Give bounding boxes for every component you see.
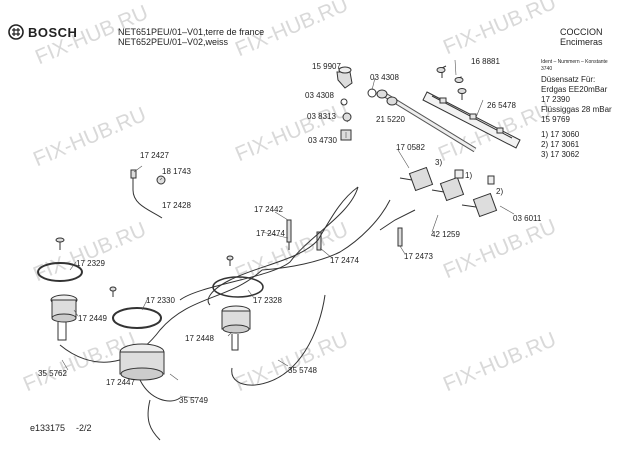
gas-tap-1 [399,166,434,192]
gas-inlet-pipe [376,89,477,153]
part-label: 03 8313 [307,112,336,121]
thermocouple-tubes [59,186,416,441]
burner-ring-top [212,276,264,298]
leader-lines [61,59,515,399]
part-label: 03 6011 [513,214,542,223]
subcategory: Encimeras [560,37,603,47]
model-line-1: NET651PEU/01–V01,terre de france [118,27,265,37]
variant-marker: 2) [496,187,504,196]
burner-body-left [50,294,78,341]
part-label: 03 4308 [305,91,334,100]
part-label: 42 1259 [431,230,460,239]
nozzle-natural-gas-part: 17 2390 [541,95,570,104]
brand-name: BOSCH [28,25,78,40]
part-label: 17 2474 [330,256,359,265]
burner-ring-middle [112,307,162,329]
part-label: 17 2449 [78,314,107,323]
part-label: 17 2427 [140,151,169,160]
part-label: 15 9907 [312,62,341,71]
part-label: 17 2329 [76,259,105,268]
elbow-fitting [336,66,353,89]
ident-header: Ident – Nummern – Konstante [541,59,608,65]
gas-valve-rail [422,91,521,149]
nozzle-natural-gas: Erdgas EE20mBar [541,85,608,94]
thermocouple-small [130,169,166,219]
footnote-1: 1) 17 3060 [541,130,580,139]
part-label: 35 5748 [288,366,317,375]
part-label: 17 0582 [396,143,425,152]
part-label: 03 4308 [370,73,399,82]
part-label: 17 2442 [254,205,283,214]
nozzle-lpg-part: 15 9769 [541,115,570,124]
nut [342,112,352,122]
part-label: 03 4730 [308,136,337,145]
part-label: 17 2330 [146,296,175,305]
part-label: 17 2474 [256,229,285,238]
model-line-2: NET652PEU/01–V02,weiss [118,37,229,47]
category: COCCION [560,27,603,37]
gas-tap-3 [461,175,498,218]
page-number: -2/2 [76,423,92,433]
footnote-3: 3) 17 3062 [541,150,580,159]
variant-marker: 1) [465,171,473,180]
part-label: 17 2428 [162,201,191,210]
ident-code: 3740 [541,66,553,72]
ignition-electrode-3 [397,227,403,247]
burner-body-large [119,343,165,381]
burner-body-right [221,305,251,351]
gas-tap-2 [431,169,465,202]
screw-small [55,237,234,297]
part-label: 17 2447 [106,378,135,387]
part-label: 35 5749 [179,396,208,405]
nozzle-lpg: Flüssiggas 28 mBar [541,105,612,114]
part-label: 17 2328 [253,296,282,305]
footnote-2: 2) 17 3061 [541,140,580,149]
nozzle-set-title: Düsensatz Für: [541,75,596,84]
screw-set [436,65,467,100]
washer [340,98,348,106]
part-label: 21 5220 [376,115,405,124]
part-label: 18 1743 [162,167,191,176]
variant-marker: 3) [435,158,443,167]
bosch-ring-icon [8,24,24,40]
part-label: 17 2448 [185,334,214,343]
seal-ring [367,88,377,98]
ignition-electrode-1 [286,219,292,250]
brand-logo [8,24,24,45]
part-label: 26 5478 [487,101,516,110]
part-label: 17 2473 [404,252,433,261]
burner-ring-large [37,262,83,282]
part-label: 35 5762 [38,369,67,378]
document-id: e133175 [30,423,66,433]
part-label: 16 8881 [471,57,500,66]
